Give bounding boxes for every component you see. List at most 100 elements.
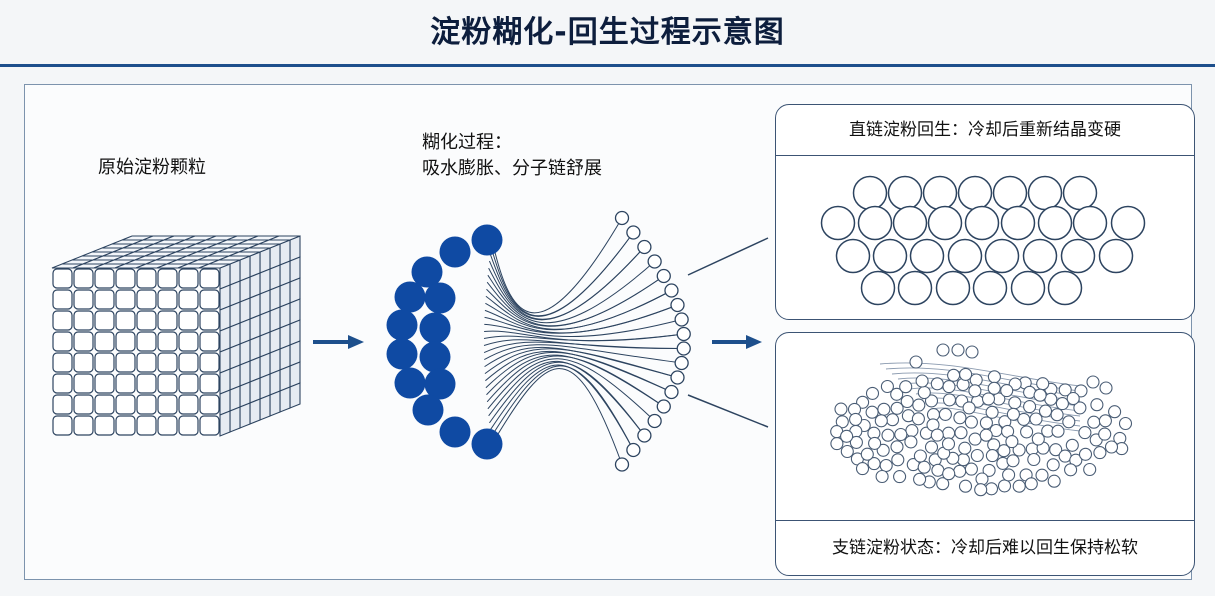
branched-molecule [890, 440, 904, 454]
chain-end-bead [614, 210, 630, 226]
branched-molecule [1012, 443, 1026, 457]
branched-molecule [970, 448, 984, 463]
branched-molecule [954, 426, 968, 440]
branched-molecule [913, 472, 927, 486]
branched-molecule [965, 345, 979, 359]
swollen-granule [419, 312, 451, 344]
branched-molecule [1118, 416, 1133, 431]
cube-front-block [199, 310, 220, 331]
page-title: 淀粉糊化-回生过程示意图 [430, 15, 785, 50]
molecular-chain [485, 290, 672, 331]
cube-front-block [115, 268, 136, 289]
chain-end-bead [674, 355, 689, 371]
molecular-chain [487, 261, 655, 324]
cube-front-block [52, 289, 73, 310]
branched-molecule [984, 482, 999, 496]
crystal-molecule [872, 238, 908, 274]
cube-front-block [136, 352, 157, 373]
molecular-chain [486, 355, 665, 407]
branched-molecule [1078, 447, 1093, 461]
cube-front-block [178, 289, 199, 310]
cube-front-block [94, 394, 115, 415]
cube-front-block [73, 310, 94, 331]
branched-molecule [1093, 446, 1107, 460]
gelatinization-label-line2: 吸水膨胀、分子链舒展 [422, 158, 602, 179]
swollen-granule [386, 309, 418, 341]
swollen-granule [471, 428, 503, 460]
cube-front-block [115, 352, 136, 373]
branched-molecule [1104, 440, 1119, 454]
amylose-panel-title: 直链淀粉回生：冷却后重新结晶变硬 [776, 105, 1194, 156]
branched-molecule [1062, 415, 1076, 429]
chain-end-bead [664, 384, 679, 400]
branched-molecule [958, 479, 973, 493]
cube-front-block [199, 331, 220, 352]
branched-molecule [1033, 388, 1047, 402]
branched-molecule [968, 384, 982, 398]
branched-molecule [909, 355, 923, 369]
branched-molecule [868, 436, 882, 450]
branched-molecule [890, 387, 904, 401]
branched-molecule [968, 432, 982, 446]
cube-front-block [136, 373, 157, 394]
cube-front-block [199, 394, 220, 415]
crystal-molecule [852, 175, 888, 211]
branched-molecule [953, 411, 967, 425]
crystal-molecule [857, 205, 893, 241]
crystal-molecule [887, 175, 923, 211]
molecular-chain [491, 217, 623, 314]
molecular-chain [488, 360, 645, 436]
crystal-molecule [947, 238, 983, 274]
cube-front-block [136, 310, 157, 331]
crystal-molecule [957, 175, 993, 211]
cube-side-block [269, 390, 281, 417]
branched-molecule [849, 435, 863, 449]
branched-molecule [879, 458, 893, 473]
amylose-crystal-cluster [820, 175, 1146, 306]
molecular-chain [489, 364, 634, 451]
cube-front-block [199, 268, 220, 289]
branched-molecule [1038, 404, 1053, 418]
branched-molecule [953, 464, 967, 478]
branched-molecule [840, 429, 854, 443]
branched-molecule [905, 424, 919, 438]
molecular-chain [485, 351, 672, 393]
branched-molecule [1055, 397, 1069, 411]
branched-molecule [1074, 384, 1088, 398]
branched-molecule [834, 402, 848, 416]
branched-molecule [865, 405, 879, 419]
chain-end-bead [626, 225, 641, 240]
chain-end-bead [656, 268, 671, 284]
crystal-molecule [835, 238, 871, 274]
branched-molecule [849, 412, 863, 426]
swollen-granule [439, 236, 471, 268]
branched-molecule [987, 438, 1001, 452]
branched-molecule [904, 435, 918, 449]
cube-front-block [73, 268, 94, 289]
cube-front-block [52, 352, 73, 373]
branched-molecule [890, 401, 904, 415]
cube-front-block [157, 310, 178, 331]
branched-molecule [930, 377, 944, 391]
cube-side-block [279, 386, 291, 413]
crystal-molecule [820, 205, 856, 241]
branched-molecule [938, 407, 952, 421]
branched-molecule [942, 380, 956, 394]
chain-end-bead [614, 457, 630, 472]
cube-front-block [73, 352, 94, 373]
amylopectin-loose-cluster [830, 343, 1133, 497]
branched-molecule [959, 367, 973, 381]
branched-molecule [1086, 375, 1100, 389]
branched-molecule [941, 437, 956, 451]
cube-front-block [199, 373, 220, 394]
gelatinization-label-line1: 糊化过程： [422, 132, 512, 153]
cube-front-block [115, 373, 136, 394]
cube-front-block [94, 268, 115, 289]
crystal-molecule [909, 238, 945, 274]
branched-molecule [855, 462, 870, 476]
crystal-molecule [1027, 175, 1063, 211]
connector-lines [687, 237, 769, 428]
branched-molecule [1008, 396, 1022, 410]
chain-end-bead [647, 254, 662, 269]
chain-end-bead [647, 413, 662, 429]
